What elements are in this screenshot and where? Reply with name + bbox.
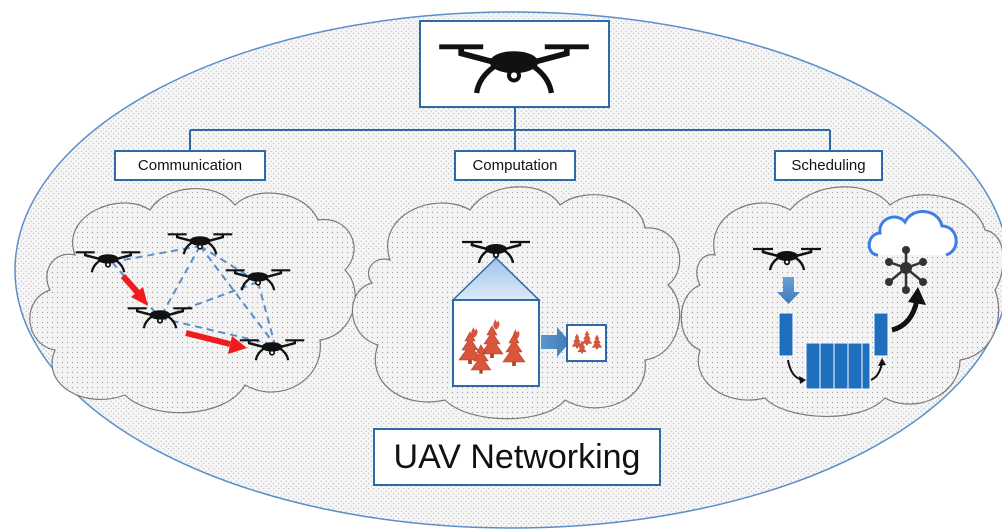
compression-arrow bbox=[541, 327, 570, 357]
red-arrows bbox=[120, 274, 247, 354]
cloud-hub-icon bbox=[867, 210, 958, 294]
hierarchy-connectors bbox=[189, 108, 831, 152]
communication-cloud bbox=[29, 187, 356, 414]
upload-arrow bbox=[891, 287, 926, 333]
diagram-title: UAV Networking bbox=[373, 428, 661, 486]
computation-label: Computation bbox=[454, 150, 576, 181]
task-queue bbox=[778, 312, 889, 390]
scheduling-label: Scheduling bbox=[774, 150, 883, 181]
communication-label: Communication bbox=[114, 150, 266, 181]
down-arrow bbox=[777, 277, 800, 304]
queue-flow-arrows bbox=[787, 358, 886, 384]
